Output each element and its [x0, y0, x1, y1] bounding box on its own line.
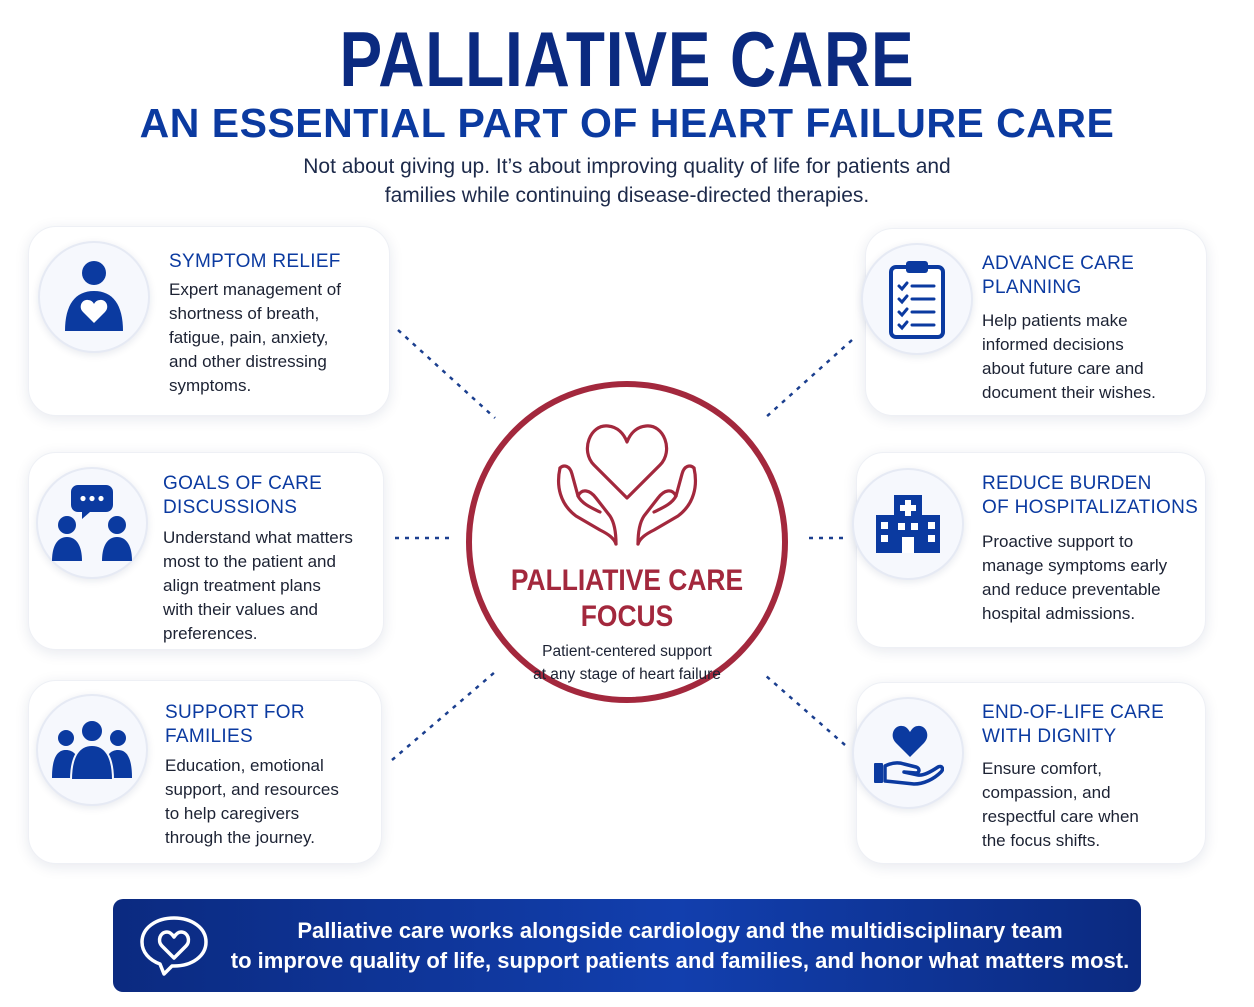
reduce-burden-title: REDUCE BURDEN OF HOSPITALIZATIONS — [982, 472, 1198, 520]
connector-symptom-relief — [397, 329, 496, 419]
end-of-life-body: Ensure comfort, compassion, and respectf… — [982, 757, 1139, 853]
end-of-life-body-line: the focus shifts. — [982, 831, 1101, 850]
center-focus-title-line: FOCUS — [580, 600, 674, 633]
support-families-body-line: through the journey. — [165, 828, 315, 847]
advance-care-title: ADVANCE CARE PLANNING — [982, 252, 1134, 300]
advance-care-body-line: Help patients make — [982, 311, 1128, 330]
connector-advance-care — [764, 339, 853, 419]
family-icon — [52, 719, 132, 781]
reduce-burden-icon-circle — [852, 468, 964, 580]
hand-heart-icon — [874, 725, 944, 786]
support-families-icon-circle — [36, 694, 148, 806]
goals-of-care-body-line: with their values and — [163, 600, 318, 619]
connector-support-families — [391, 671, 496, 761]
support-families-body-line: Education, emotional — [165, 756, 324, 775]
intro-line-1: Not about giving up. It’s about improvin… — [303, 155, 951, 178]
center-focus-title: PALLIATIVE CARE FOCUS — [489, 563, 765, 635]
banner-line-1: Palliative care works alongside cardiolo… — [297, 918, 1063, 943]
banner-line-2: to improve quality of life, support pati… — [230, 948, 1130, 973]
advance-care-body-line: informed decisions — [982, 335, 1124, 354]
page-title: PALLIATIVE CARE — [339, 15, 915, 103]
goals-of-care-title-line: GOALS OF CARE — [163, 473, 323, 494]
bottom-banner — [113, 899, 1141, 992]
symptom-relief-body-line: and other distressing — [169, 352, 327, 371]
goals-of-care-body-line: Understand what matters — [163, 528, 353, 547]
symptom-relief-body-line: shortness of breath, — [169, 304, 320, 323]
reduce-burden-title-line: OF HOSPITALIZATIONS — [982, 497, 1199, 518]
end-of-life-body-line: compassion, and — [982, 783, 1111, 802]
advance-care-title-line: PLANNING — [982, 277, 1082, 298]
end-of-life-title-line: END-OF-LIFE CARE — [982, 702, 1165, 723]
page-subtitle: AN ESSENTIAL PART OF HEART FAILURE CARE — [139, 100, 1115, 146]
intro-line-2: families while continuing disease-direct… — [384, 184, 870, 207]
reduce-burden-body-line: Proactive support to — [982, 532, 1134, 551]
heart-in-hands-icon — [556, 424, 698, 546]
support-families-title-line: SUPPORT FOR — [165, 702, 305, 723]
goals-of-care-title-line: DISCUSSIONS — [163, 497, 298, 518]
advance-care-title-line: ADVANCE CARE — [982, 253, 1135, 274]
reduce-burden-title-line: REDUCE BURDEN — [982, 473, 1152, 494]
center-focus-body: Patient-centered support at any stage of… — [500, 640, 754, 686]
end-of-life-icon-circle — [852, 697, 964, 809]
clipboard-checklist-icon — [889, 261, 945, 339]
intro-text: Not about giving up. It’s about improvin… — [227, 152, 1027, 210]
goals-of-care-body-line: align treatment plans — [163, 576, 321, 595]
symptom-relief-body-line: symptoms. — [169, 376, 252, 395]
advance-care-body-line: document their wishes. — [982, 383, 1156, 402]
support-families-title-line: FAMILIES — [165, 726, 253, 747]
symptom-relief-title: SYMPTOM RELIEF — [169, 251, 341, 272]
symptom-relief-body: Expert management of shortness of breath… — [169, 278, 341, 398]
advance-care-body: Help patients make informed decisions ab… — [982, 309, 1156, 405]
goals-of-care-icon-circle — [36, 467, 148, 579]
advance-care-icon-circle — [861, 243, 973, 355]
person-heart-icon — [65, 261, 123, 331]
advance-care-body-line: about future care and — [982, 359, 1144, 378]
reduce-burden-body: Proactive support to manage symptoms ear… — [982, 530, 1167, 626]
end-of-life-body-line: respectful care when — [982, 807, 1139, 826]
goals-of-care-body-line: preferences. — [163, 624, 258, 643]
end-of-life-title-line: WITH DIGNITY — [982, 726, 1117, 747]
heart-speech-bubble-icon — [140, 916, 208, 976]
banner-text: Palliative care works alongside cardiolo… — [215, 916, 1145, 976]
support-families-body: Education, emotional support, and resour… — [165, 754, 339, 850]
goals-of-care-body: Understand what matters most to the pati… — [163, 526, 353, 646]
symptom-relief-body-line: fatigue, pain, anxiety, — [169, 328, 329, 347]
conversation-icon — [52, 485, 132, 561]
support-families-body-line: to help caregivers — [165, 804, 300, 823]
center-focus-circle — [466, 381, 788, 703]
support-families-body-line: support, and resources — [165, 780, 339, 799]
reduce-burden-body-line: hospital admissions. — [982, 604, 1136, 623]
connector-end-of-life — [764, 674, 846, 746]
symptom-relief-body-line: Expert management of — [169, 280, 341, 299]
center-focus-body-line: Patient-centered support — [542, 643, 712, 660]
support-families-title: SUPPORT FOR FAMILIES — [165, 701, 305, 749]
center-focus-title-line: PALLIATIVE CARE — [510, 564, 744, 597]
goals-of-care-title: GOALS OF CARE DISCUSSIONS — [163, 472, 322, 520]
hospital-icon — [876, 495, 940, 553]
end-of-life-body-line: Ensure comfort, — [982, 759, 1102, 778]
end-of-life-title: END-OF-LIFE CARE WITH DIGNITY — [982, 701, 1164, 749]
reduce-burden-body-line: and reduce preventable — [982, 580, 1161, 599]
center-focus-body-line: at any stage of heart failure — [533, 666, 721, 683]
goals-of-care-body-line: most to the patient and — [163, 552, 336, 571]
symptom-relief-icon-circle — [38, 241, 150, 353]
reduce-burden-body-line: manage symptoms early — [982, 556, 1168, 575]
